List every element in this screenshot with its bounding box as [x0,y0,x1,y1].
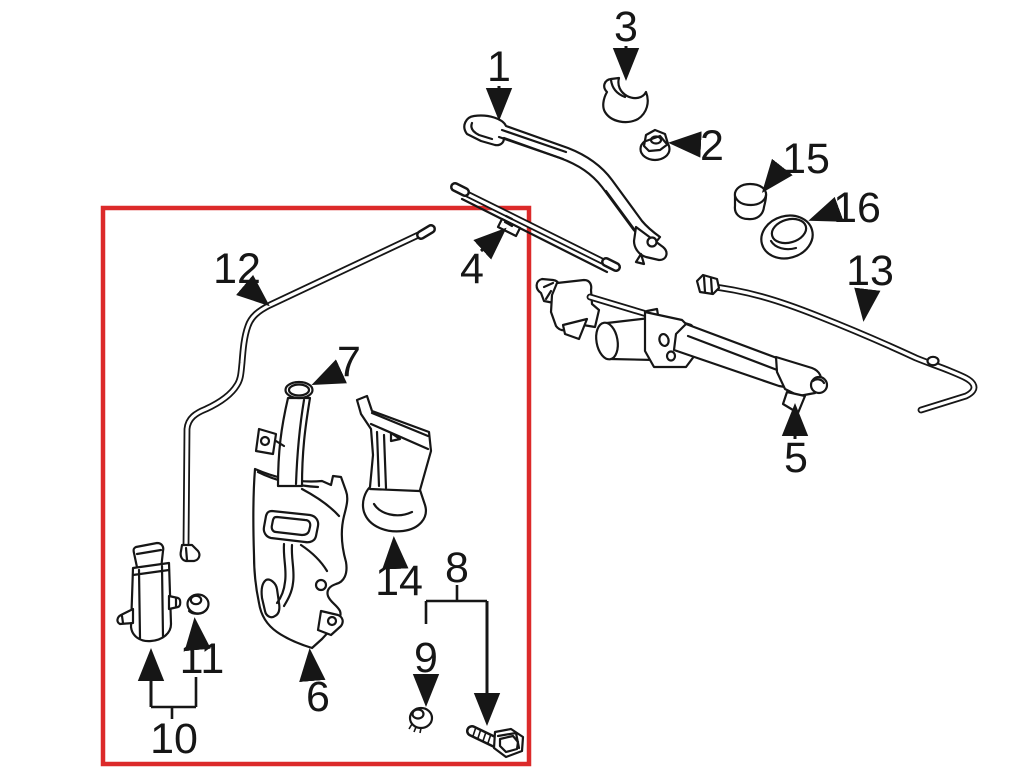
callout-5: 5 [781,403,809,482]
callout-9: 9 [412,634,440,707]
callout-10-label: 10 [150,715,198,763]
blade-connector [496,217,522,238]
part-14-bracket [355,394,433,533]
callout-11: 11 [180,617,225,683]
callout-8-bracket [424,585,487,624]
callout-16: 16 [808,184,881,232]
callout-12-label: 12 [213,245,261,293]
part-10-washer-pump [116,541,182,643]
callout-4: 4 [460,227,507,293]
callout-12: 12 [213,245,270,307]
callout-8-label: 8 [445,544,469,592]
part-2-nut [639,128,671,162]
callout-7: 7 [311,338,361,386]
callout-13: 13 [846,247,894,322]
callout-8: 8 [424,544,501,726]
part-5-wiper-linkage [535,277,829,415]
part-7-reservoir-cap [284,380,314,400]
callout-13-arrow [854,287,881,322]
callout-11-label: 11 [180,635,225,683]
callout-10: 10 [137,648,198,763]
callout-15-label: 15 [782,135,830,183]
highlight-box [100,205,532,767]
callout-12-arrow [236,274,270,307]
callout-7-label: 7 [337,338,361,386]
callouts: 1 2 3 4 5 6 7 8 [137,3,894,763]
part-13-washer-hose [695,273,978,414]
callout-3: 3 [612,3,640,81]
callout-2: 2 [668,122,724,170]
part-11-grommet [186,593,210,615]
part-12-washer-hose [179,224,436,563]
callout-9-label: 9 [414,634,438,682]
callout-6-label: 6 [306,673,330,721]
callout-2-arrow [668,131,702,158]
callout-4-arrow [473,227,507,260]
callout-2-label: 2 [700,122,724,170]
callout-14: 14 [375,536,423,605]
part-1-wiper-arm [463,114,668,266]
callout-16-arrow [808,196,844,222]
callout-13-label: 13 [846,247,894,295]
callout-7-arrow [311,359,347,386]
reservoir-filler-neck [276,396,312,488]
callout-6: 6 [299,648,330,721]
callout-1: 1 [485,43,513,121]
part-4-wiper-blade [450,182,621,274]
callout-16-label: 16 [833,184,881,232]
part-6-washer-reservoir [252,396,349,650]
callout-1-label: 1 [487,43,511,91]
callout-14-arrow [382,536,409,570]
part-16-grommet [760,214,814,260]
callout-15-arrow [761,158,793,193]
callout-15: 15 [761,135,830,193]
callout-4-label: 4 [460,245,484,293]
callout-10-bracket [151,677,198,719]
callout-6-arrow [299,648,326,683]
callout-14-label: 14 [375,557,423,605]
callout-11-arrow [184,617,211,652]
callout-5-label: 5 [784,434,808,482]
part-8-bolt [466,725,525,759]
part-15-cap [733,182,768,221]
part-3-cap [602,76,649,124]
callout-3-label: 3 [614,3,638,51]
part-9-grommet-nut [408,706,434,734]
